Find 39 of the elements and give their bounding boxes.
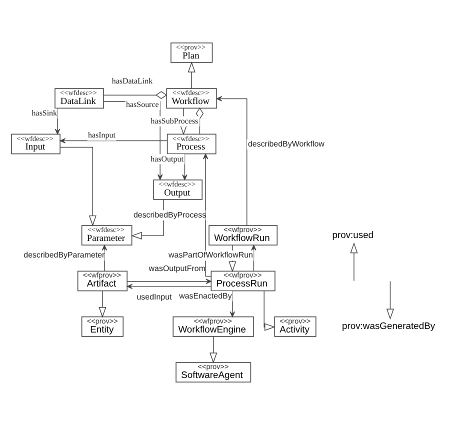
arrow [126,284,212,290]
arrow [210,336,218,364]
node-box: <<wfprov>> WorkflowRun [208,225,278,246]
node-box: <<prov>> Entity [81,316,124,337]
node-text: prov:used [332,228,374,240]
arrow [264,290,276,331]
arrow [230,290,236,318]
edge-label: wasPartOfWorkflowRun [168,250,253,260]
edge-label: hasSubProcess [150,116,198,126]
edge-label: wasOutputFrom [148,264,206,273]
node-box: <<wfprov>> ProcessRun [210,270,276,292]
connector [103,91,168,99]
node-text: prov:wasGeneratedBy [342,320,436,332]
edge-label: hasSource [126,100,159,109]
arrow [251,244,256,272]
arrow [102,244,108,272]
edge-label: describedByWorkflow [248,139,324,148]
arrow [350,242,358,282]
arrow [60,146,96,226]
arrow [98,290,106,318]
edge-label: hasOutput [150,154,184,164]
node-box: <<wfprov>> WorkflowEngine [172,316,254,337]
edge-label: describedByParameter [24,250,105,260]
arrow [386,280,394,320]
arrow [126,278,212,284]
edge-label: wasEnactedBy [179,291,232,300]
arrow [216,96,248,226]
arrow [60,138,168,144]
node-box: <<wfprov>> Artifact [77,270,128,292]
edge-label: hasDataLink [112,76,153,86]
edge-label: hasInput [88,130,116,140]
arrow [202,154,212,277]
arrow [188,61,196,89]
edge-label: hasSink [32,108,58,118]
node-box: <<prov>> SoftwareAgent [176,362,252,383]
arrow [54,108,60,134]
connector [196,108,204,134]
node-box: <<prov>> Activity [274,316,316,337]
edge-label: usedInput [136,292,172,302]
